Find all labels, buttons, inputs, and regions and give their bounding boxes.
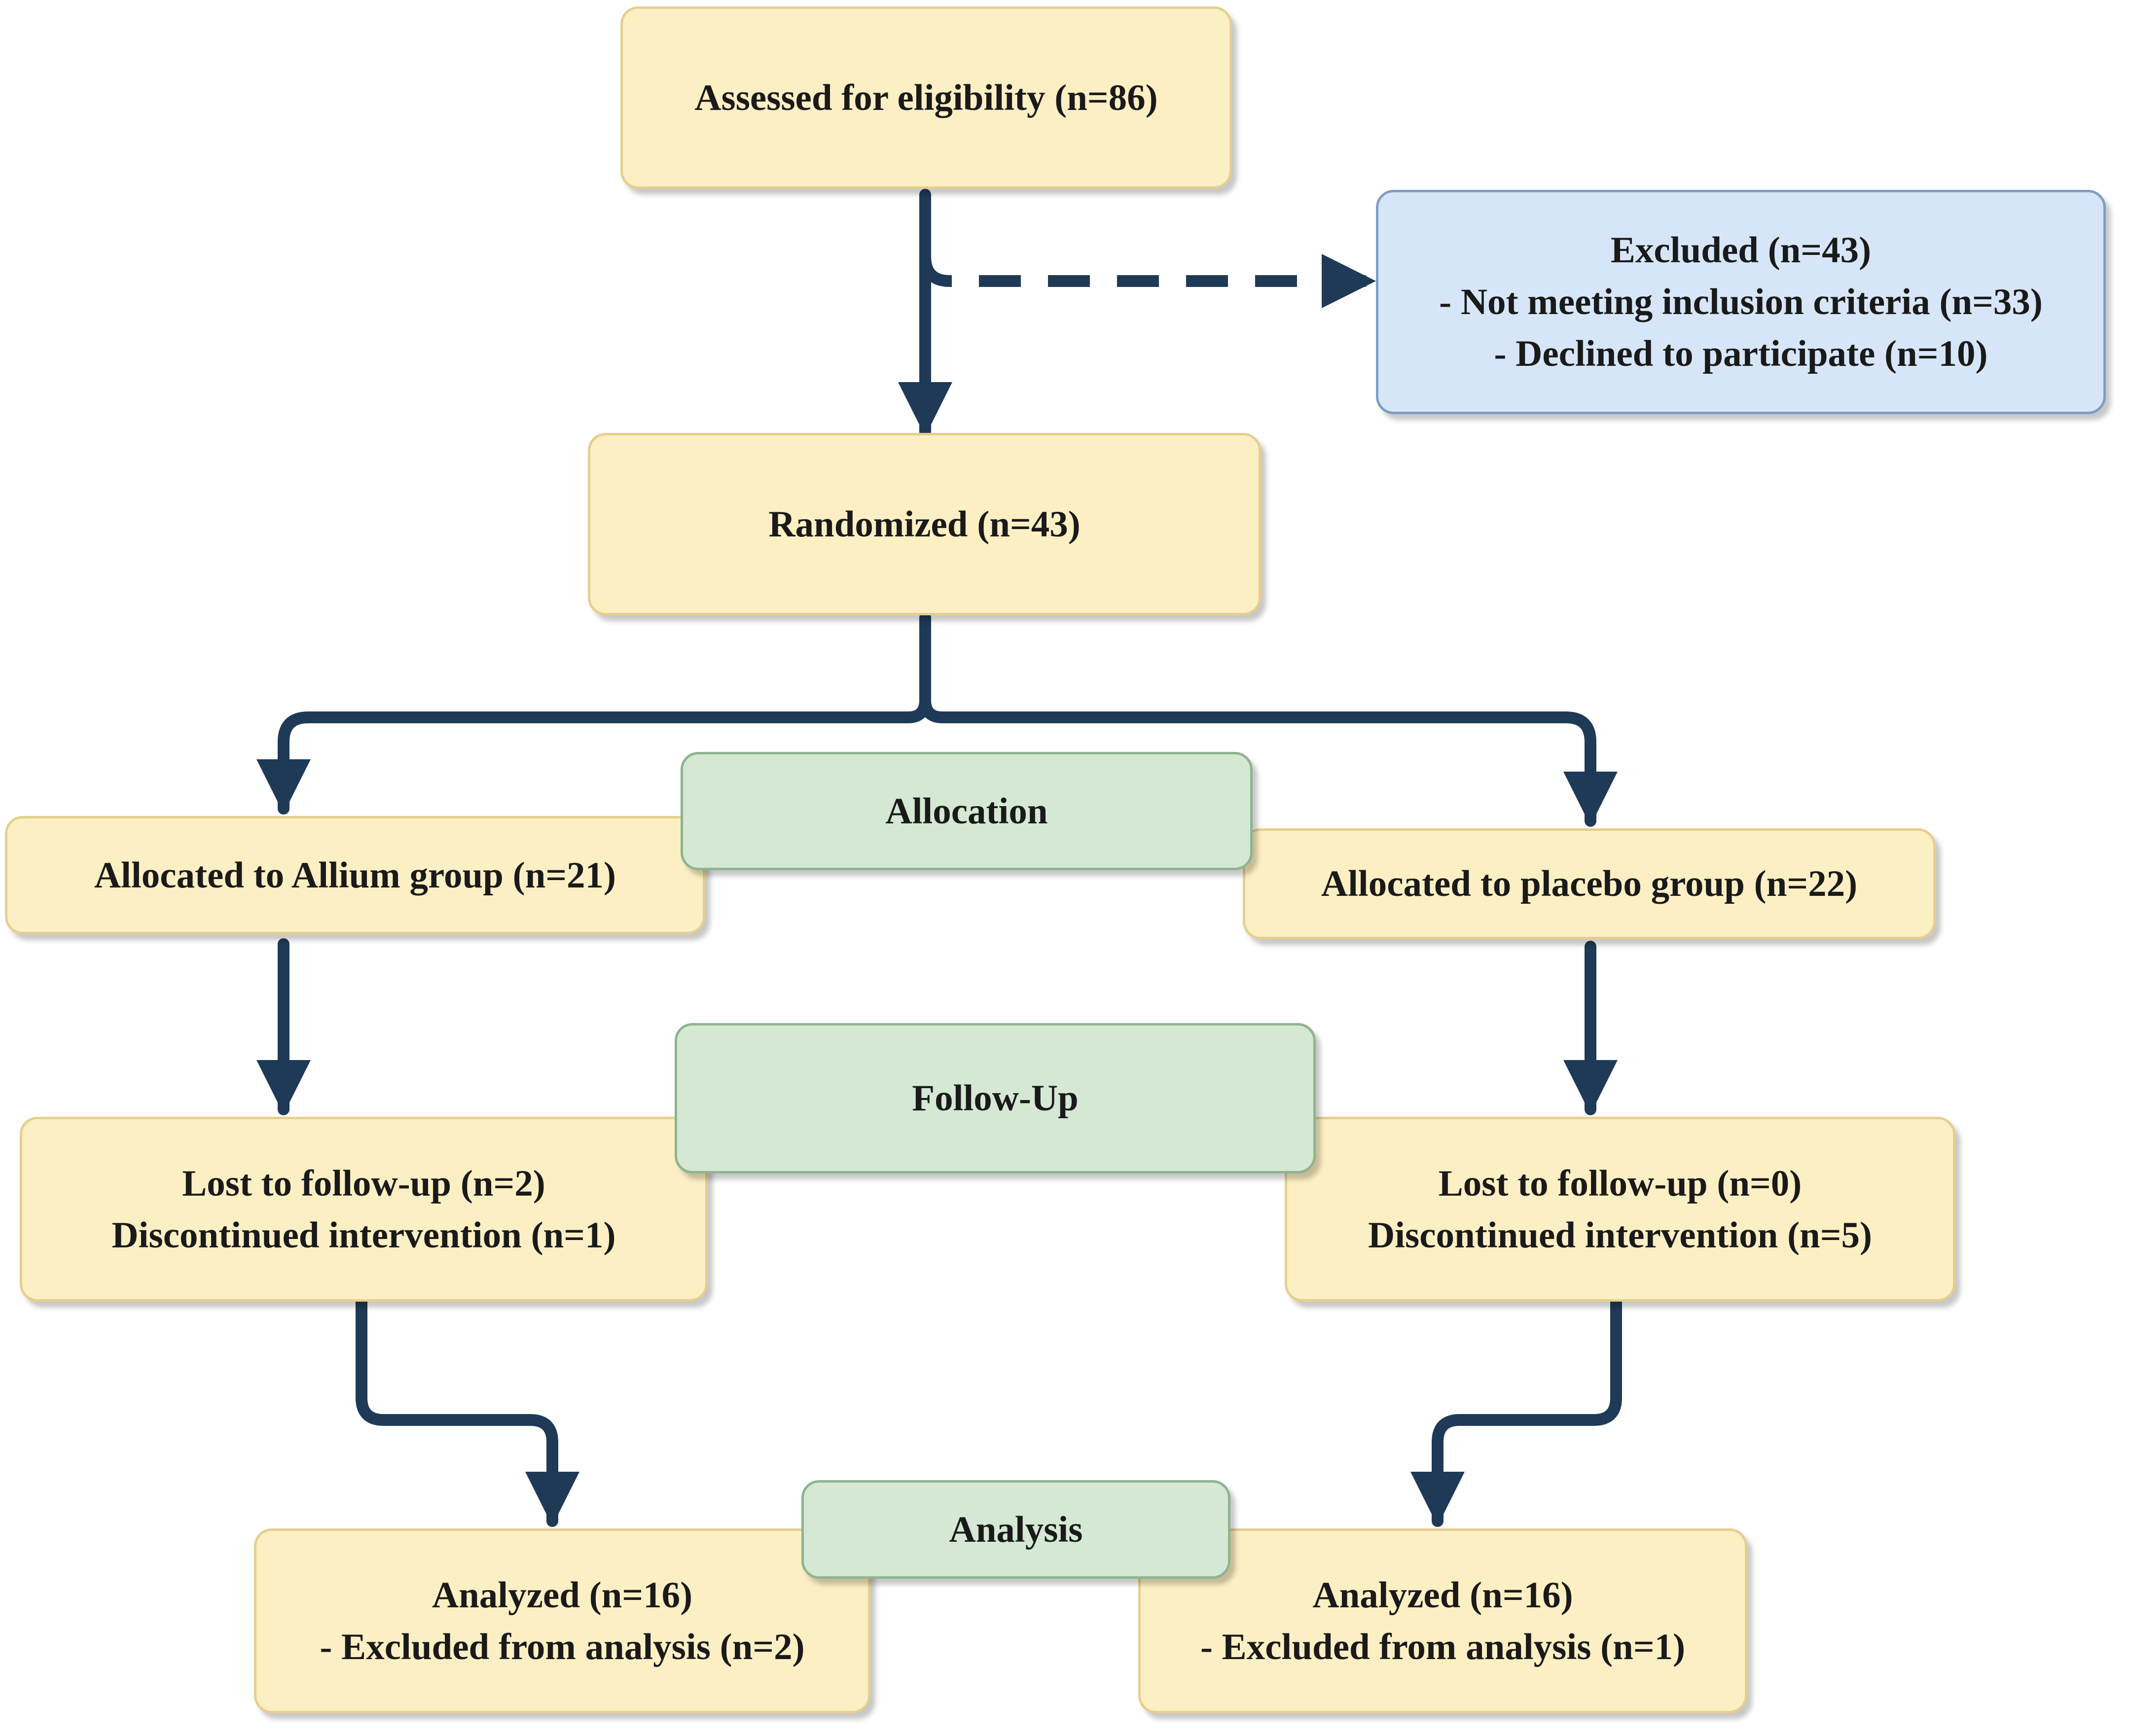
stage-analysis: Analysis	[801, 1480, 1230, 1579]
arrow-randomized-to-placebo	[919, 694, 1618, 827]
placebo-analyzed-text: Analyzed (n=16)	[1312, 1574, 1573, 1616]
placebo-allocated-text: Allocated to placebo group (n=22)	[1321, 863, 1858, 904]
assessed-box: Assessed for eligibility (n=86)	[620, 6, 1232, 189]
stage-followup: Follow-Up	[675, 1023, 1316, 1173]
allium-analysis-box: Analyzed (n=16) - Excluded from analysis…	[254, 1528, 870, 1713]
stage-analysis-label: Analysis	[949, 1509, 1083, 1550]
excluded-title: Excluded (n=43)	[1610, 230, 1872, 271]
allium-discontinued-text: Discontinued intervention (n=1)	[111, 1214, 616, 1256]
arrow-to-excluded	[919, 254, 1376, 308]
allium-followup-box: Lost to follow-up (n=2) Discontinued int…	[20, 1117, 708, 1302]
arrow-placebo-followup-to-analysis	[1410, 1296, 1622, 1527]
allium-excluded-analysis-text: - Excluded from analysis (n=2)	[320, 1626, 805, 1667]
placebo-discontinued-text: Discontinued intervention (n=5)	[1368, 1214, 1872, 1256]
randomized-text: Randomized (n=43)	[768, 503, 1081, 545]
placebo-analysis-box: Analyzed (n=16) - Excluded from analysis…	[1138, 1528, 1747, 1713]
allium-allocated-box: Allocated to Allium group (n=21)	[5, 816, 705, 934]
excluded-box: Excluded (n=43) - Not meeting inclusion …	[1376, 190, 2106, 414]
placebo-allocated-box: Allocated to placebo group (n=22)	[1243, 828, 1936, 939]
allium-lost-text: Lost to follow-up (n=2)	[182, 1163, 545, 1204]
assessed-text: Assessed for eligibility (n=86)	[694, 77, 1158, 118]
stage-allocation: Allocation	[681, 752, 1253, 870]
stage-allocation-label: Allocation	[885, 790, 1048, 832]
placebo-excluded-analysis-text: - Excluded from analysis (n=1)	[1200, 1626, 1686, 1667]
excluded-reason-1: - Not meeting inclusion criteria (n=33)	[1439, 282, 2043, 322]
placebo-followup-box: Lost to follow-up (n=0) Discontinued int…	[1285, 1117, 1955, 1302]
stage-followup-label: Follow-Up	[912, 1078, 1079, 1119]
allium-allocated-text: Allocated to Allium group (n=21)	[94, 854, 616, 896]
randomized-box: Randomized (n=43)	[588, 433, 1261, 615]
excluded-reason-2: - Declined to participate (n=10)	[1494, 333, 1988, 374]
arrow-allium-followup-to-analysis	[356, 1296, 579, 1527]
placebo-lost-text: Lost to follow-up (n=0)	[1438, 1163, 1802, 1204]
allium-analyzed-text: Analyzed (n=16)	[432, 1574, 693, 1616]
